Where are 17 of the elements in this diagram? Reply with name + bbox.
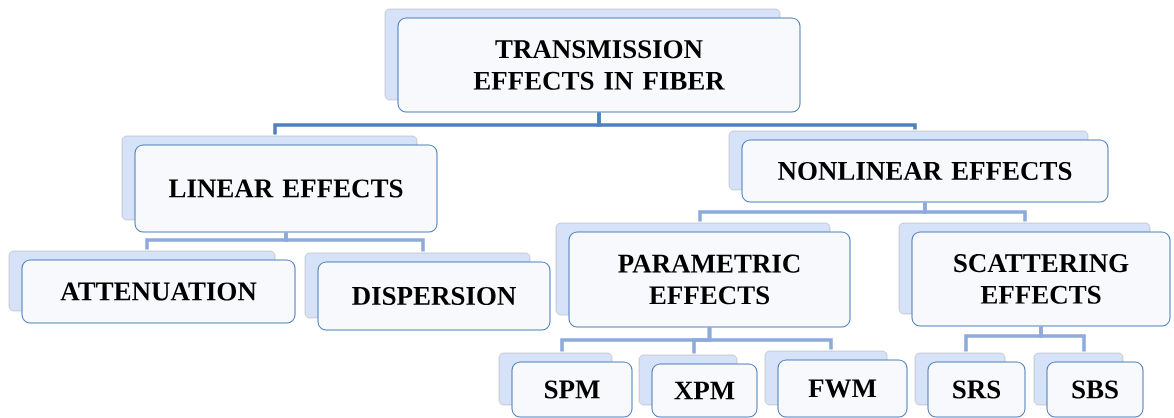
connector-line [1039,326,1086,352]
chart-box: SCATTERING EFFECTS [898,222,1171,327]
chart-box: NONLINEAR EFFECTS [728,130,1109,203]
connector-line [707,327,833,350]
connector-line [597,112,917,130]
connector-line [284,232,425,252]
chart-box: PARAMETRIC EFFECTS [555,222,851,328]
chart-box: LINEAR EFFECTS [121,135,438,233]
chart-box: XPM [638,354,758,418]
chart-box: SRS [914,352,1026,418]
chart-box: SBS [1033,352,1144,418]
chart-box: FWM [764,350,908,418]
chart-box: TRANSMISSION EFFECTS IN FIBER [384,8,801,113]
chart-box: DISPERSION [304,252,551,331]
connector-line [923,202,1027,222]
chart-box: SPM [498,352,633,418]
chart-box: ATTENUATION [8,250,296,324]
